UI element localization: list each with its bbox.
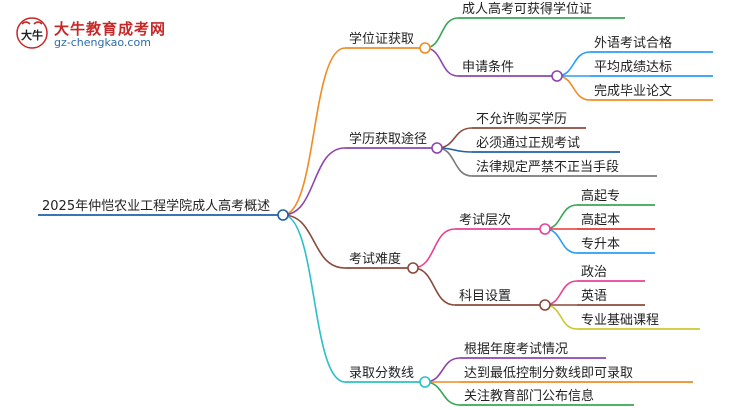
branch-3-child-0-label: 根据年度考试情况 bbox=[464, 341, 568, 357]
branch-1-child-0-connector bbox=[436, 127, 473, 149]
branch-0-child-1-leaf-1-label: 平均成绩达标 bbox=[594, 60, 672, 75]
brand-url: gz-chengkao.com bbox=[54, 36, 151, 49]
branch-2-child-0-knob bbox=[539, 223, 551, 235]
branch-2-child-1-leaf-2-connector bbox=[544, 304, 578, 330]
branch-2-child-1-label: 科目设置 bbox=[459, 289, 511, 304]
branch-0-connector bbox=[282, 47, 346, 216]
branch-3-connector bbox=[282, 214, 346, 383]
brand-logo: 大牛 大牛教育成考网 gz-chengkao.com bbox=[14, 16, 174, 50]
branch-2-child-0-leaf-2-label: 专升本 bbox=[581, 237, 620, 252]
branch-3-child-0-connector bbox=[424, 357, 461, 383]
branch-3-child-2-connector bbox=[424, 381, 461, 406]
branch-0-child-0-connector bbox=[424, 17, 459, 49]
ox-logo-icon: 大牛 bbox=[16, 17, 48, 49]
branch-3-label: 录取分数线 bbox=[349, 366, 414, 381]
branch-0-child-0-label: 成人高考可获得学位证 bbox=[462, 1, 592, 17]
branch-1-child-2-label: 法律规定严禁不正当手段 bbox=[476, 160, 619, 175]
branch-2-child-0-leaf-0-connector bbox=[544, 204, 578, 230]
branch-3-child-2-label: 关注教育部门公布信息 bbox=[464, 388, 594, 404]
branch-2-child-1-leaf-0-label: 政治 bbox=[581, 265, 607, 280]
branch-2-child-1-connector bbox=[412, 267, 456, 306]
root-label: 2025年仲恺农业工程学院成人高考概述 bbox=[42, 198, 270, 214]
branch-0-knob bbox=[419, 42, 431, 54]
branch-0-child-1-knob bbox=[551, 70, 563, 82]
branch-2-child-1-leaf-1-label: 英语 bbox=[581, 289, 607, 304]
root-knob bbox=[277, 209, 289, 221]
branch-1-connector bbox=[282, 147, 346, 216]
branch-2-child-0-connector bbox=[412, 228, 456, 269]
branch-0-child-1-leaf-2-label: 完成毕业论文 bbox=[594, 84, 672, 99]
branch-0-label: 学位证获取 bbox=[349, 31, 414, 47]
branch-0-child-1-leaf-2-connector bbox=[556, 75, 591, 101]
branch-2-child-0-leaf-1-label: 高起本 bbox=[581, 212, 620, 228]
branch-2-child-1-leaf-2-label: 专业基础课程 bbox=[581, 313, 659, 328]
logo-glyph: 大牛 bbox=[21, 28, 43, 42]
branch-1-child-1-label: 必须通过正规考试 bbox=[476, 136, 580, 151]
branch-2-connector bbox=[282, 214, 346, 269]
branch-2-child-1-leaf-0-connector bbox=[544, 280, 578, 306]
branch-3-child-1-label: 达到最低控制分数线即可录取 bbox=[464, 366, 633, 381]
branch-1-label: 学历获取途径 bbox=[349, 131, 427, 147]
branch-0-child-1-leaf-0-connector bbox=[556, 51, 591, 77]
branch-1-knob bbox=[431, 142, 443, 154]
branch-2-label: 考试难度 bbox=[349, 251, 401, 267]
branch-2-child-0-leaf-0-label: 高起专 bbox=[581, 188, 620, 204]
branch-2-knob bbox=[407, 262, 419, 274]
branch-2-child-1-knob bbox=[539, 299, 551, 311]
brand-name: 大牛教育成考网 bbox=[54, 20, 167, 38]
branch-0-child-1-leaf-0-label: 外语考试合格 bbox=[594, 35, 672, 51]
branch-0-child-1-connector bbox=[424, 47, 459, 77]
branch-2-child-0-label: 考试层次 bbox=[459, 212, 511, 228]
branch-1-child-0-label: 不允许购买学历 bbox=[476, 111, 567, 127]
branch-3-knob bbox=[419, 376, 431, 388]
branch-0-child-1-label: 申请条件 bbox=[462, 59, 514, 75]
branch-2-child-0-leaf-2-connector bbox=[544, 228, 578, 254]
